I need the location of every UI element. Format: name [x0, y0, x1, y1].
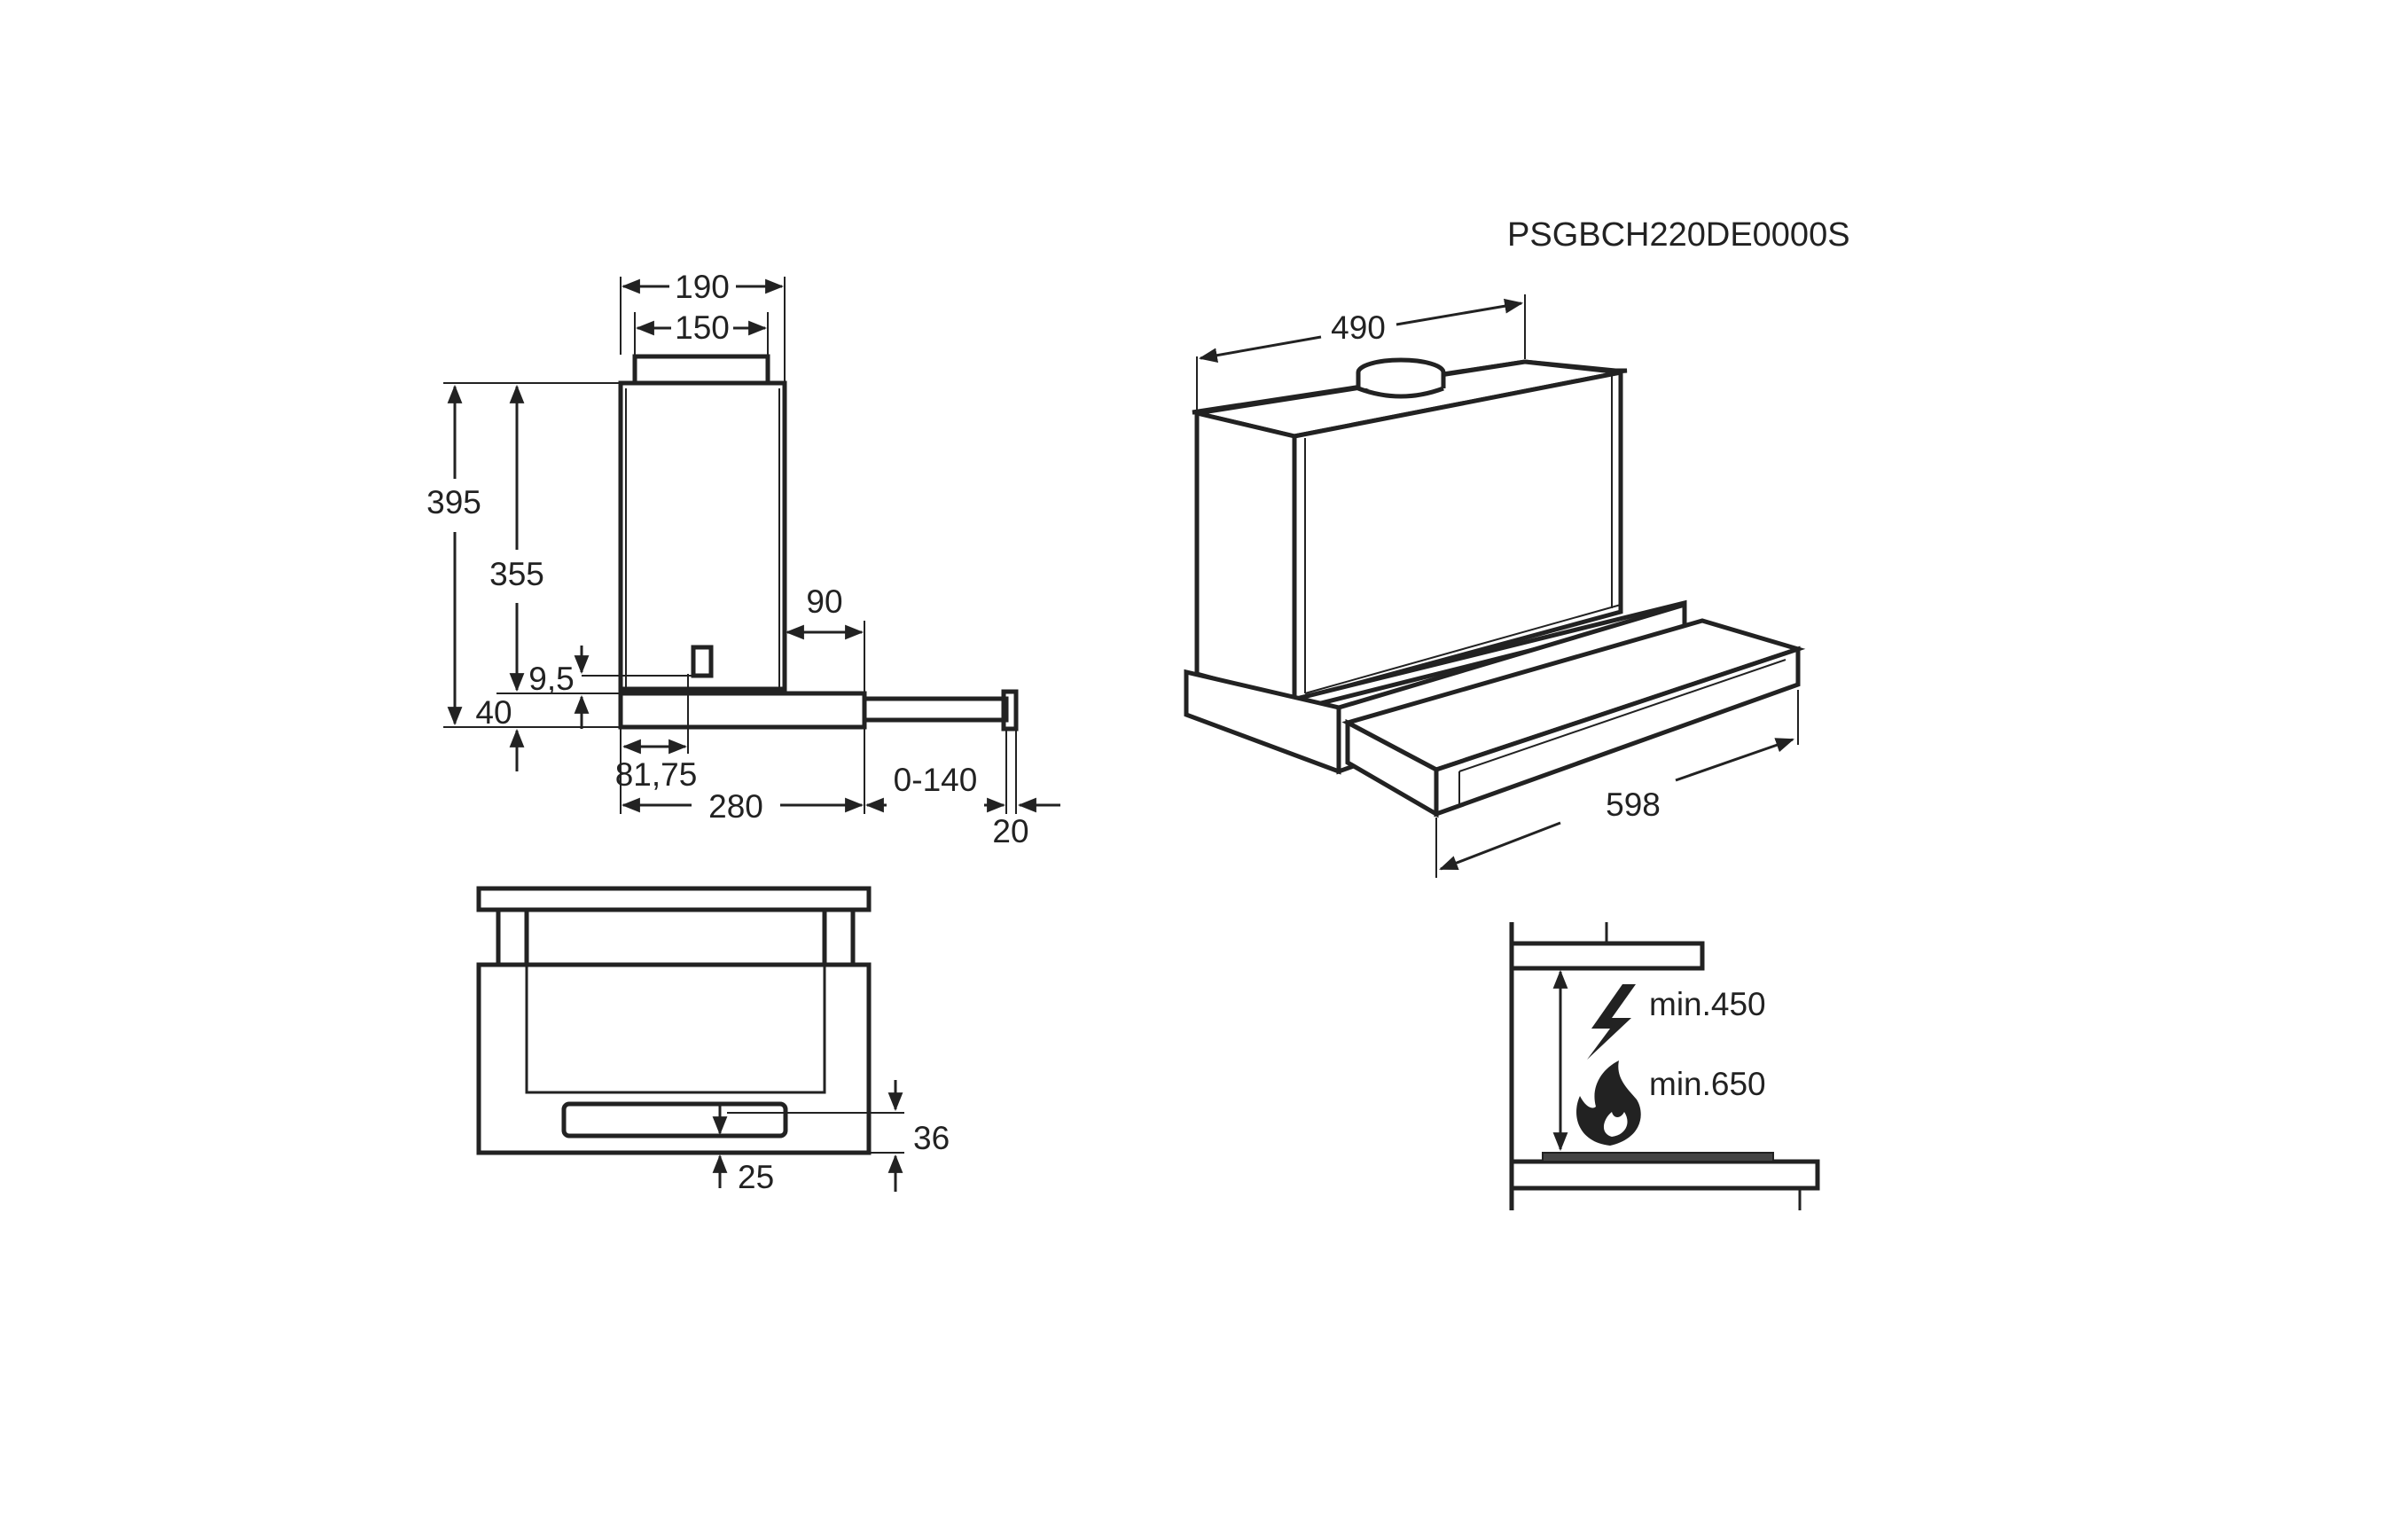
dim-395: 395 — [426, 484, 481, 520]
dim-355: 355 — [489, 556, 544, 592]
front-top-plate — [476, 886, 872, 912]
dim-20: 20 — [992, 813, 1028, 849]
dim-40: 40 — [475, 694, 512, 731]
dim-150: 150 — [675, 309, 730, 346]
dim-81-75: 81,75 — [615, 756, 698, 793]
slider-front — [1001, 689, 1019, 732]
clearance-electric-label: min.450 — [1649, 986, 1766, 1022]
clearance-diagram: min.450 min.650 — [1509, 922, 1820, 1210]
front-control-strip — [561, 1101, 788, 1139]
slider-front-face — [1434, 646, 1801, 818]
front-inner-panel — [525, 908, 826, 1094]
front-body — [476, 962, 872, 1155]
hob-outline — [1509, 1159, 1820, 1191]
hob-surface — [1542, 1152, 1774, 1162]
dim-90: 90 — [806, 583, 842, 620]
clearance-gas-label: min.650 — [1649, 1066, 1766, 1102]
exhaust-collar — [632, 354, 770, 386]
hood-front-face — [1292, 369, 1623, 704]
control-window — [691, 645, 714, 678]
front-left-bracket — [496, 907, 529, 967]
dim-598: 598 — [1606, 786, 1661, 823]
side-view: 190 150 395 355 9,5 40 90 — [426, 269, 1060, 849]
flame-icon — [1576, 1060, 1641, 1146]
dim-36: 36 — [913, 1120, 950, 1156]
hood-outline — [1509, 941, 1705, 971]
lightning-icon — [1587, 984, 1636, 1060]
front-right-bracket — [822, 907, 856, 967]
dim-190: 190 — [675, 269, 730, 305]
dim-25: 25 — [738, 1159, 774, 1195]
model-code: PSGBCH220DE0000S — [1507, 216, 1850, 254]
dim-490: 490 — [1331, 309, 1386, 346]
slider-extension — [862, 696, 1009, 723]
front-view: 36 25 — [476, 886, 950, 1195]
hood-body — [618, 380, 787, 692]
bottom-tray — [618, 691, 867, 730]
hood-left-face — [1194, 410, 1297, 704]
dim-0-140: 0-140 — [894, 762, 978, 798]
isometric-view: 490 598 — [1184, 294, 1806, 878]
dim-9-5: 9,5 — [528, 661, 574, 697]
dim-280: 280 — [708, 788, 763, 825]
